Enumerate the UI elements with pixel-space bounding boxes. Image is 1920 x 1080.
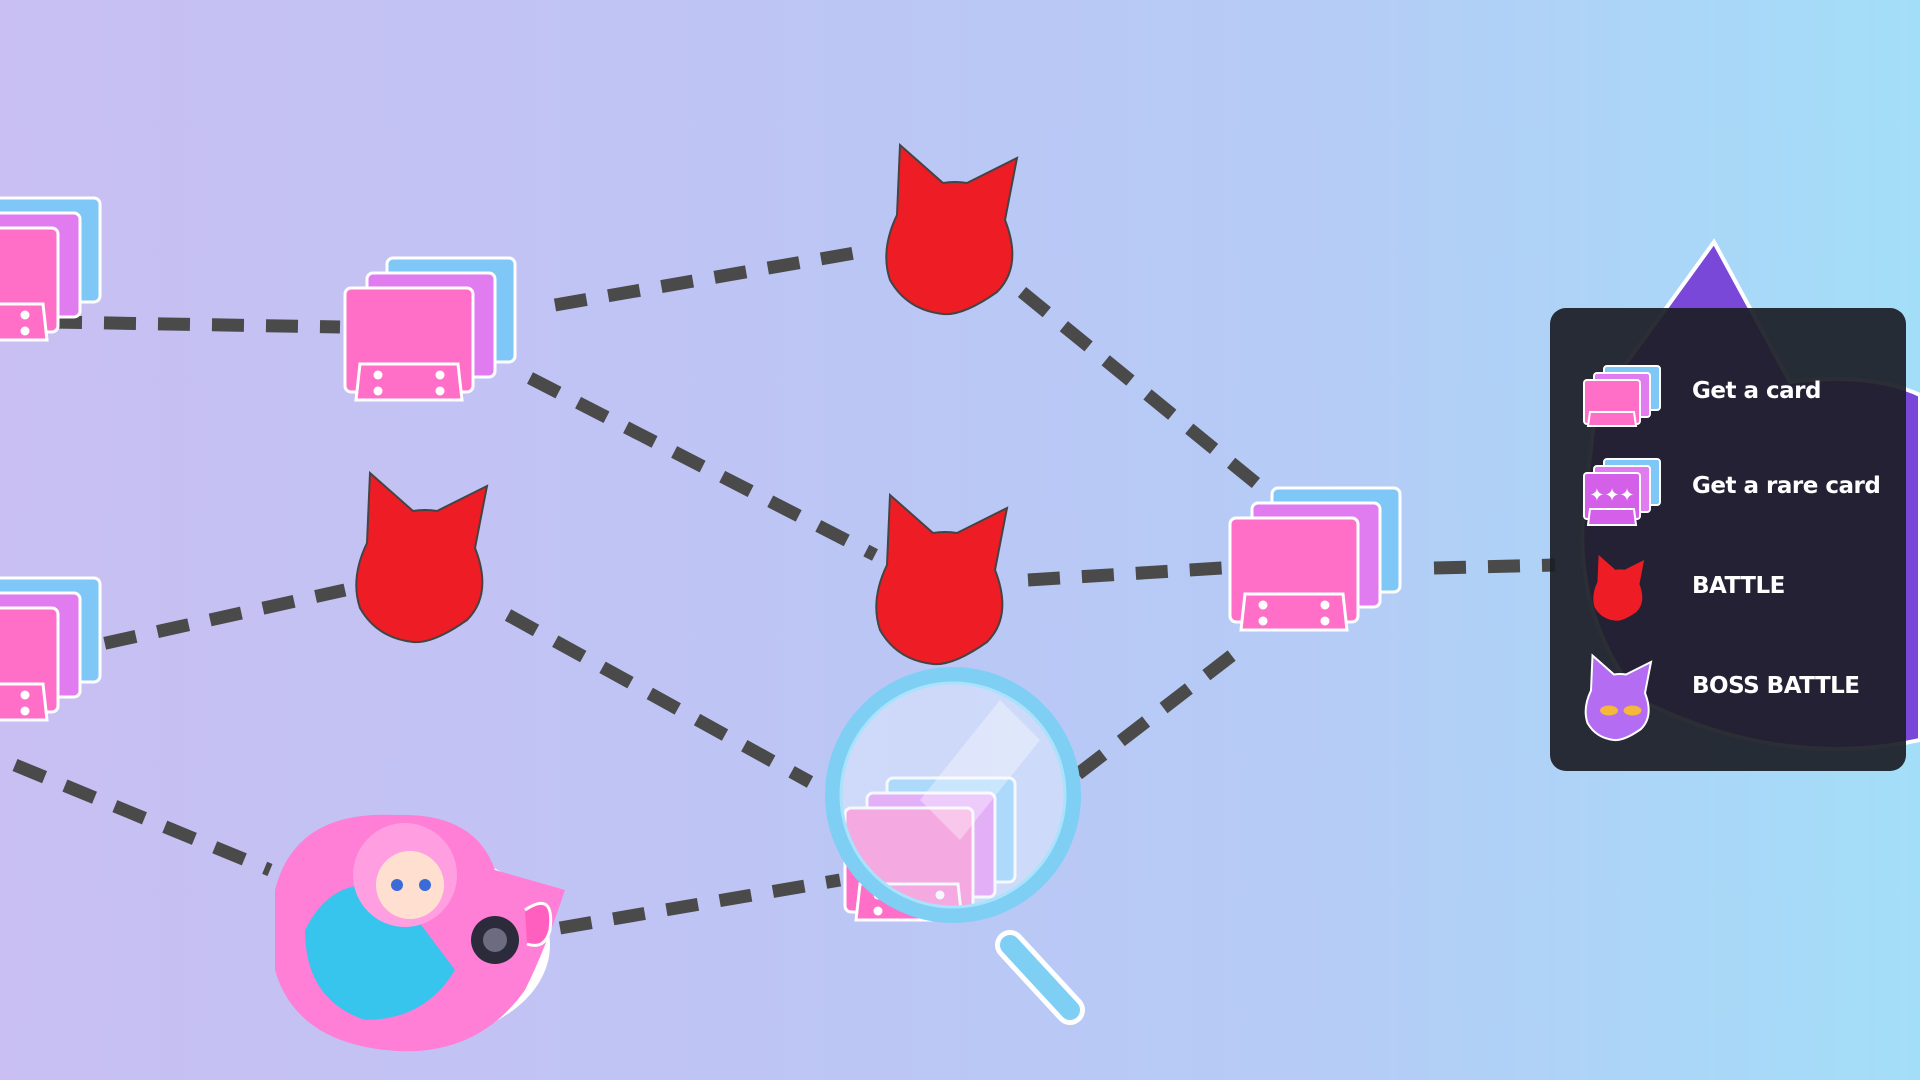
legend-label-boss: BOSS BATTLE bbox=[1692, 673, 1860, 699]
legend-label-battle: BATTLE bbox=[1692, 573, 1785, 599]
rare-card-stack-icon: ✦✦✦ bbox=[1583, 458, 1661, 526]
cat-battle-icon bbox=[1593, 554, 1645, 621]
legend-label-card: Get a card bbox=[1692, 378, 1821, 404]
svg-text:✦✦✦: ✦✦✦ bbox=[1589, 485, 1634, 506]
card-node-2[interactable] bbox=[1228, 486, 1402, 632]
legend-item-card: Get a card bbox=[1550, 348, 1906, 438]
battle-node-3[interactable] bbox=[875, 494, 1008, 666]
battle-node-2[interactable] bbox=[355, 472, 488, 644]
boss-cat-icon bbox=[1584, 654, 1652, 742]
card-node-1[interactable] bbox=[343, 256, 517, 402]
legend-item-boss: BOSS BATTLE bbox=[1550, 643, 1906, 742]
player-character-icon[interactable] bbox=[275, 814, 565, 1052]
card-stack-icon bbox=[1583, 365, 1661, 427]
legend-item-rare-card: ✦✦✦ Get a rare card bbox=[1550, 443, 1906, 533]
legend-label-rare-card: Get a rare card bbox=[1692, 473, 1881, 499]
card-node-left-mid[interactable] bbox=[0, 576, 102, 722]
magnifier-icon bbox=[825, 667, 1085, 1025]
legend-panel: Get a card ✦✦✦ Get a rare card BATTLE BO… bbox=[1550, 308, 1906, 771]
map-paths bbox=[12, 243, 1556, 935]
battle-node-1[interactable] bbox=[885, 144, 1018, 316]
legend-item-battle: BATTLE bbox=[1550, 543, 1906, 633]
card-node-left-top[interactable] bbox=[0, 196, 102, 342]
